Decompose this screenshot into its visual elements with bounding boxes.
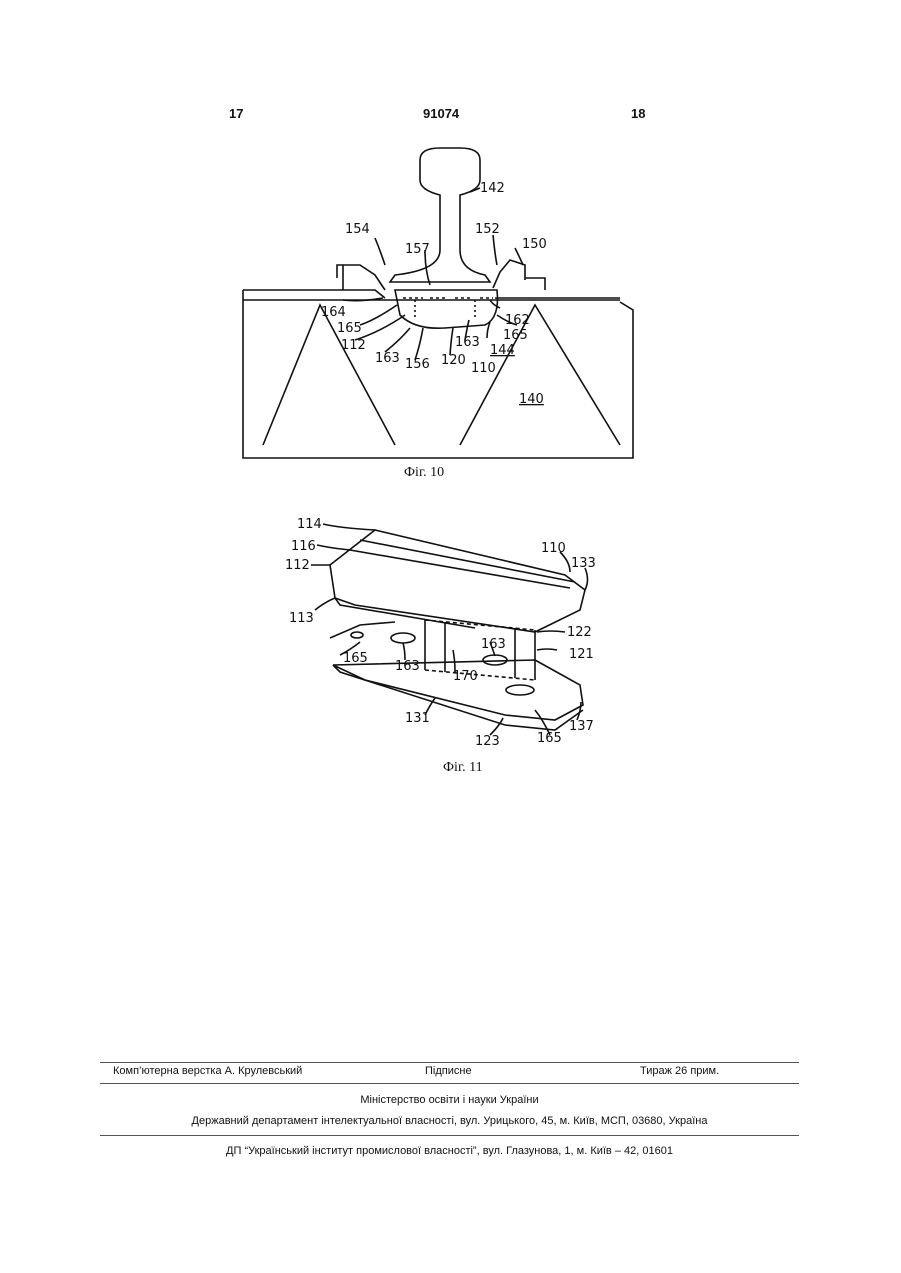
label-165b: 165 — [537, 731, 562, 746]
label-156: 156 — [405, 357, 430, 372]
figure-11-drawing: 114 116 112 113 110 133 122 121 165 163 … — [285, 510, 615, 750]
patent-number: 91074 — [423, 106, 459, 121]
footer-department: Державний департамент інтелектуальної вл… — [100, 1115, 799, 1127]
footer-institute: ДП “Український інститут промислової вла… — [100, 1145, 799, 1157]
label-137: 137 — [569, 719, 594, 734]
label-164: 164 — [321, 305, 346, 320]
page-number-left: 17 — [229, 106, 243, 121]
label-170: 170 — [453, 669, 478, 684]
label-121: 121 — [569, 647, 594, 662]
label-165b: 165 — [503, 328, 528, 343]
label-163b: 163 — [481, 637, 506, 652]
label-122: 122 — [567, 625, 592, 640]
label-112: 112 — [341, 338, 366, 353]
footer-rule-bottom — [100, 1135, 799, 1136]
label-123: 123 — [475, 734, 500, 749]
label-133: 133 — [571, 556, 596, 571]
label-140: 140 — [519, 392, 544, 407]
label-131: 131 — [405, 711, 430, 726]
label-165a: 165 — [337, 321, 362, 336]
label-112: 112 — [285, 558, 310, 573]
label-163a: 163 — [395, 659, 420, 674]
footer-layout-credit: Комп’ютерна верстка А. Крулевський — [113, 1065, 302, 1077]
figure-11-caption: Фіг. 11 — [443, 760, 483, 776]
label-110: 110 — [471, 361, 496, 376]
figure-10-caption: Фіг. 10 — [404, 465, 444, 481]
footer-rule-top — [100, 1062, 799, 1063]
label-154: 154 — [345, 222, 370, 237]
footer-circulation: Тираж 26 прим. — [640, 1065, 719, 1077]
label-152: 152 — [475, 222, 500, 237]
label-113: 113 — [289, 611, 314, 626]
label-116: 116 — [291, 539, 316, 554]
footer-ministry: Міністерство освіти і науки України — [100, 1094, 799, 1106]
label-163b: 163 — [455, 335, 480, 350]
figure-10-drawing: 142 154 157 152 150 164 165 112 163 156 … — [225, 140, 655, 465]
label-150: 150 — [522, 237, 547, 252]
footer-signed: Підписне — [425, 1065, 472, 1077]
label-142: 142 — [480, 181, 505, 196]
label-165a: 165 — [343, 651, 368, 666]
label-144: 144 — [490, 343, 515, 358]
label-162: 162 — [505, 313, 530, 328]
page-number-right: 18 — [631, 106, 645, 121]
label-157: 157 — [405, 242, 430, 257]
label-110: 110 — [541, 541, 566, 556]
label-120: 120 — [441, 353, 466, 368]
footer-rule-middle — [100, 1083, 799, 1084]
label-114: 114 — [297, 517, 322, 532]
label-163a: 163 — [375, 351, 400, 366]
